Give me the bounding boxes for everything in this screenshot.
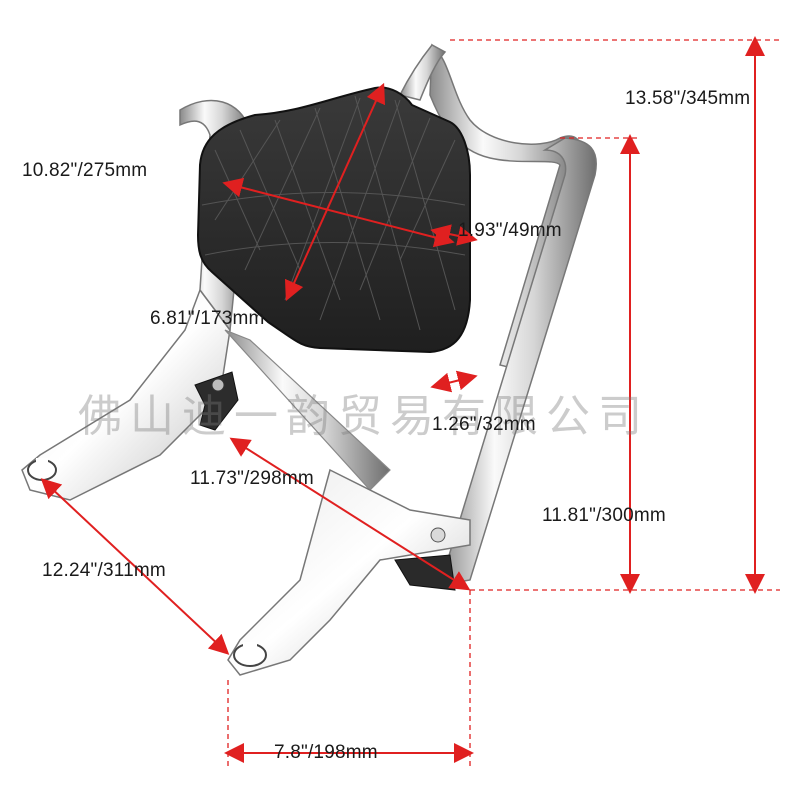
docking-latch	[194, 371, 239, 431]
mount-length-label: 12.24"/311mm	[42, 560, 166, 581]
tube-offset-label: 1.26"/32mm	[432, 414, 536, 435]
pad-height-label: 6.81"/173mm	[150, 308, 265, 329]
base-width-label: 7.8"/198mm	[274, 742, 378, 763]
watermark-text: 佛山迪一韵贸易有限公司	[78, 391, 650, 442]
bottom-mount-plate	[227, 468, 471, 676]
pad-thickness-label: 1.93"/49mm	[458, 220, 562, 241]
inner-span-label: 11.73"/298mm	[190, 468, 314, 489]
pad-width-label: 10.82"/275mm	[22, 160, 148, 181]
total-height-label: 13.58"/345mm	[625, 88, 751, 109]
dimension-arrows	[40, 36, 765, 763]
upright-height-label: 11.81"/300mm	[542, 505, 666, 526]
